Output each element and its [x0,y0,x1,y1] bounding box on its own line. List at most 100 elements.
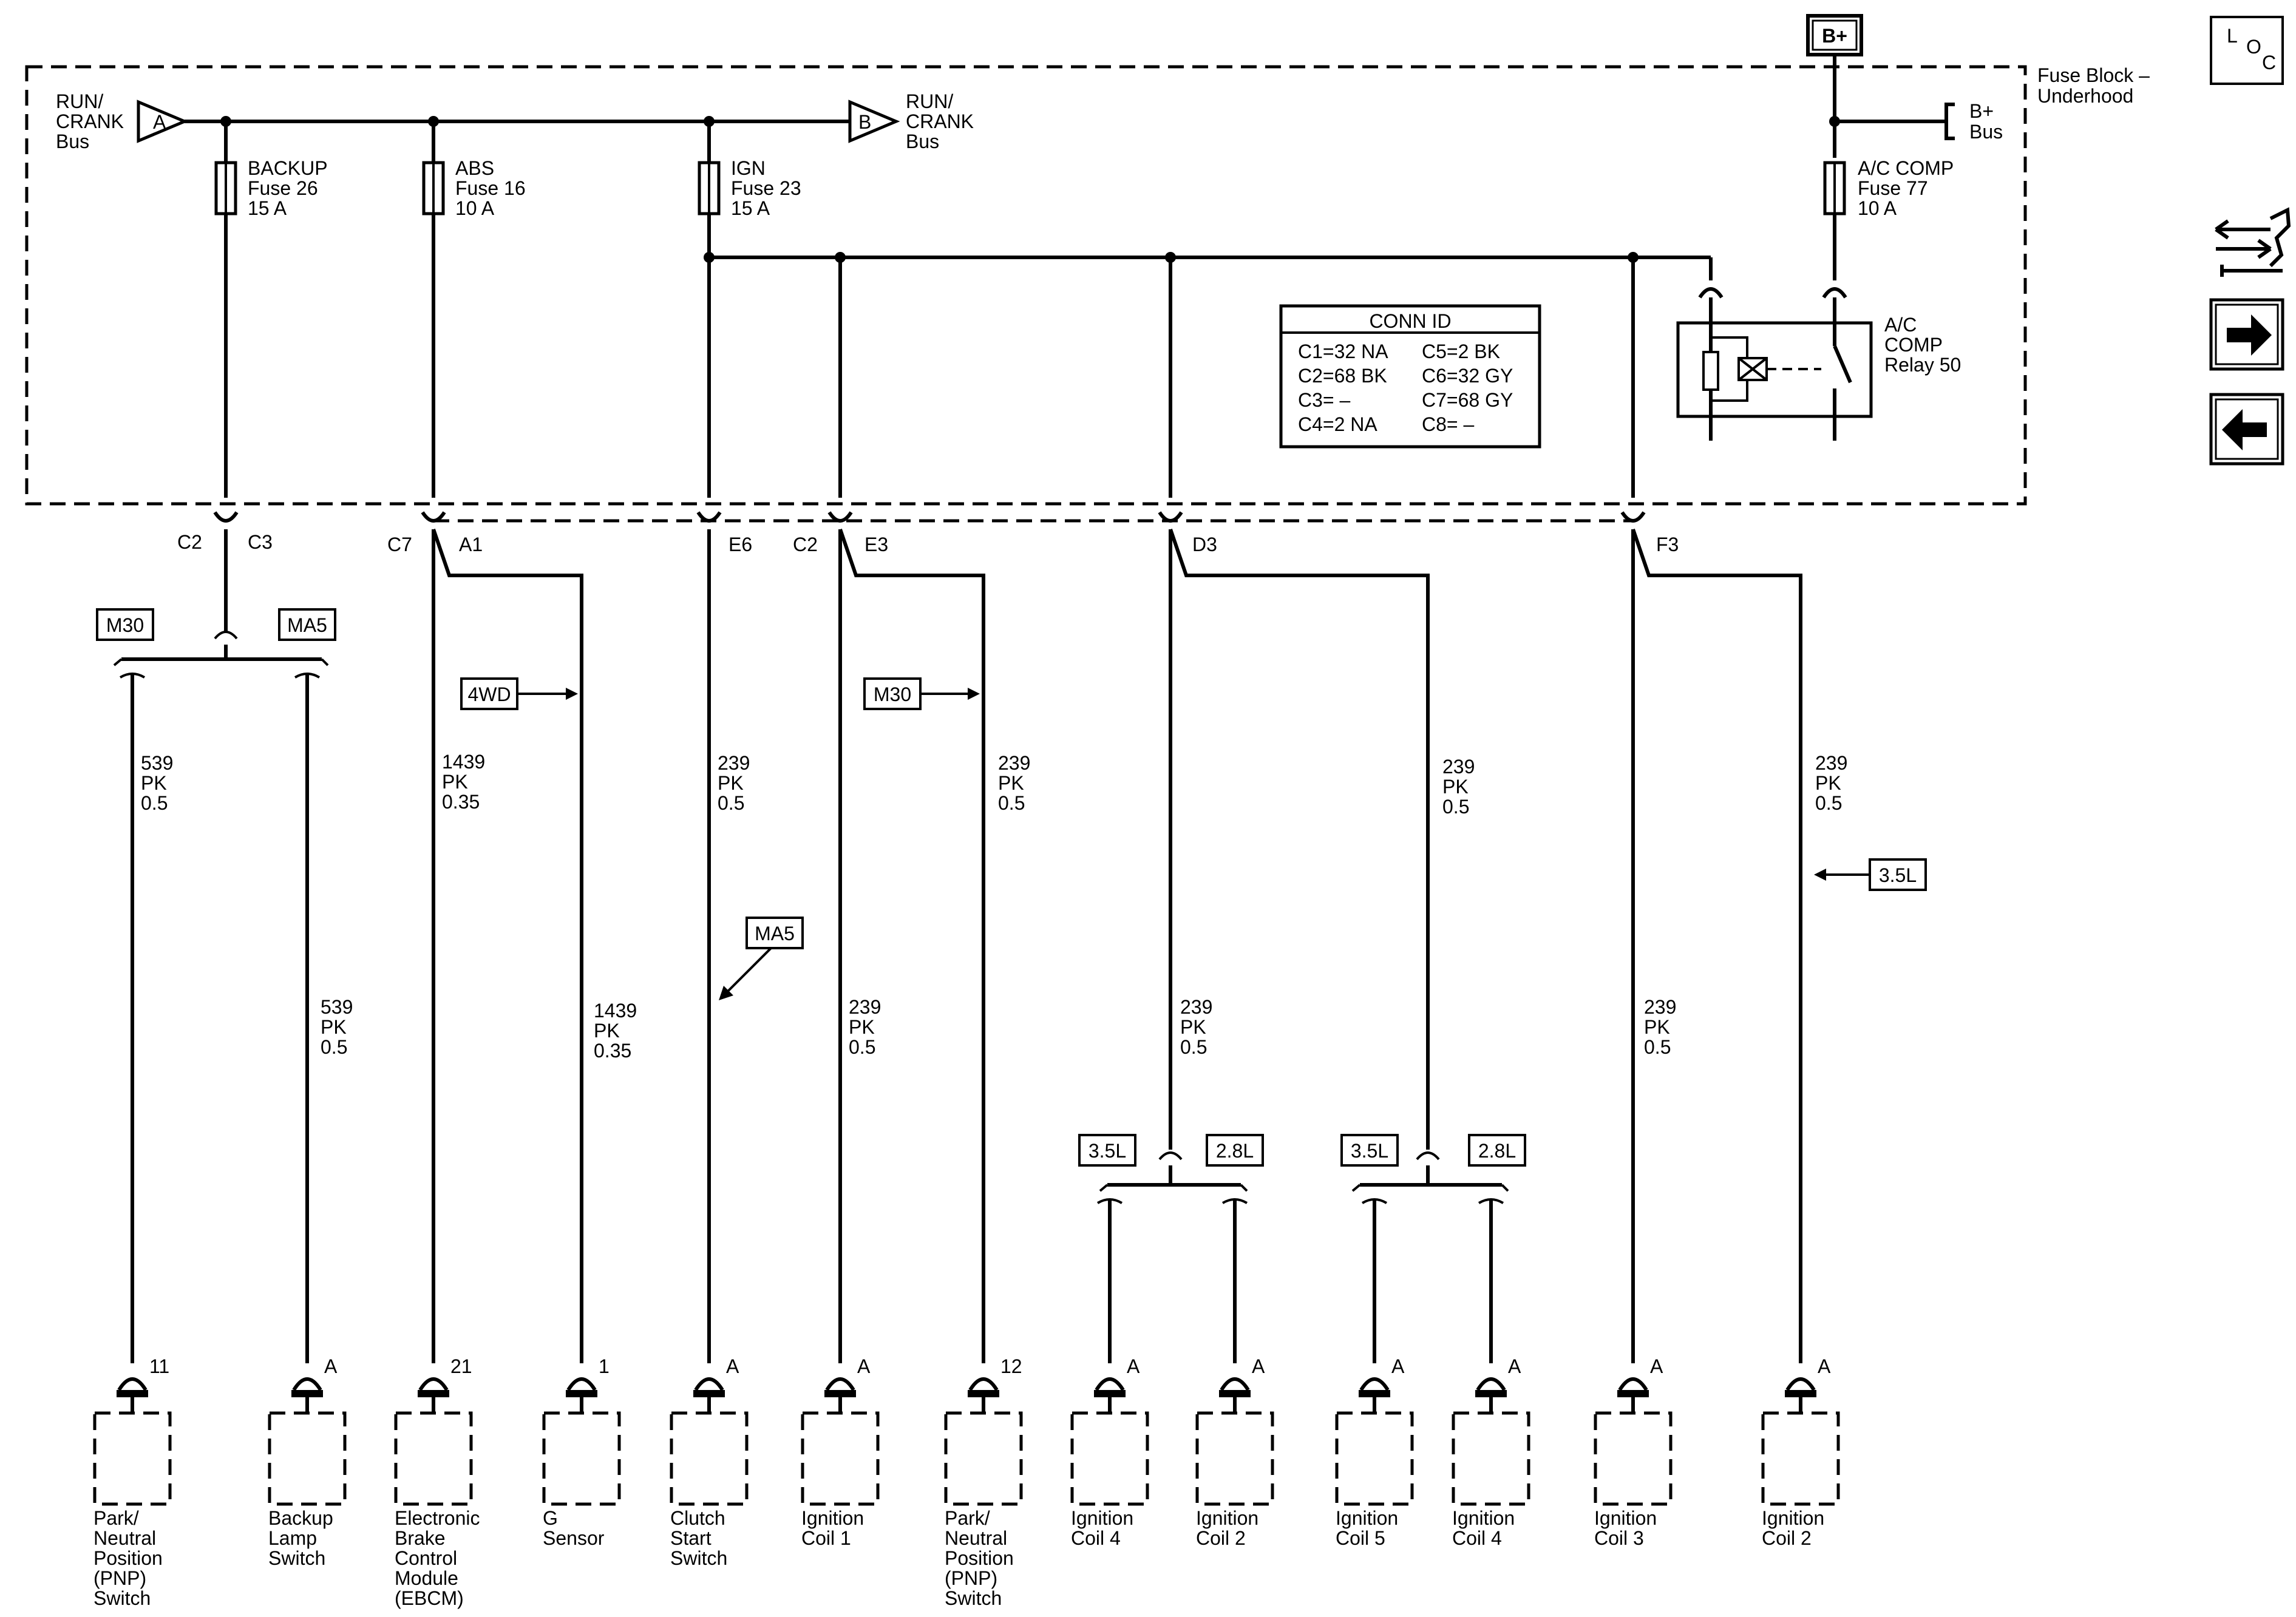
wire-1439-g-sensor [432,529,583,1363]
pin-label: 12 [1000,1355,1022,1377]
pin-label: A [857,1355,871,1377]
svg-text:C6=32 GY: C6=32 GY [1422,365,1513,387]
pin-label: 11 [149,1355,169,1377]
connector-label: C7 [387,534,412,555]
svg-text:C7=68 GY: C7=68 GY [1422,389,1513,411]
connector-label: E3 [864,534,888,555]
option-arrowhead [566,688,578,700]
bus-a-symbol: A [137,100,189,143]
option-tag-2-8l: 2.8L [1468,1134,1526,1167]
bplus-terminal: B+ [1806,14,1863,56]
svg-text:CONN ID: CONN ID [1369,310,1451,332]
pin-label: A [1391,1355,1405,1377]
wire-239-pnp [838,529,985,1363]
option-tag-2-8l: 2.8L [1206,1134,1264,1167]
svg-text:C8= –: C8= – [1422,413,1474,435]
svg-text:C2=68 BK: C2=68 BK [1298,365,1387,387]
pin-label: 1 [599,1355,610,1377]
option-split-hook [119,673,146,679]
svg-text:MA5: MA5 [755,923,795,944]
option-split-hook [294,673,321,679]
svg-text:C: C [2262,52,2276,73]
option-tag-3-5l: 3.5L [1340,1134,1399,1167]
svg-text:L: L [2227,25,2238,47]
option-tag-ma5: MA5 [746,917,804,949]
option-tag-ma5: MA5 [278,608,336,641]
wire-239-coil2-35 [1631,529,1802,1363]
svg-text:3.5L: 3.5L [1089,1140,1126,1162]
svg-text:2.8L: 2.8L [1216,1140,1254,1162]
pin-label: A [324,1355,338,1377]
splice-dot [704,252,715,263]
svg-text:O: O [2246,36,2261,58]
svg-text:M30: M30 [874,683,911,705]
svg-text:A: A [153,111,166,133]
svg-text:MA5: MA5 [287,614,327,636]
arrow-right-icon[interactable] [2209,298,2284,371]
option-split-left [1096,1151,1248,1363]
svg-text:2.8L: 2.8L [1478,1140,1516,1162]
pin-label: A [1252,1355,1265,1377]
connector-label: C2 [177,531,202,553]
bplus-bus-label: B+Bus [1969,100,2003,143]
svg-text:4WD: 4WD [467,683,511,705]
connector-symbols [213,511,1646,523]
svg-text:3.5L: 3.5L [1351,1140,1388,1162]
fuse-block-label: Fuse Block –Underhood [2037,64,2150,107]
arrow-left-icon[interactable] [2209,393,2284,466]
option-tag-3-5l: 3.5L [1869,858,1927,891]
option-split-right [1351,1151,1509,1363]
svg-text:C5=2 BK: C5=2 BK [1422,341,1500,362]
loc-button[interactable]: L O C [2210,16,2284,85]
connector-label: D3 [1192,534,1217,555]
svg-text:C3= –: C3= – [1298,389,1350,411]
option-arrow [725,947,772,994]
bplus-bus-connector [1944,103,1955,140]
connector-tool-icon[interactable] [2215,207,2291,277]
connector-label: E6 [729,534,752,555]
